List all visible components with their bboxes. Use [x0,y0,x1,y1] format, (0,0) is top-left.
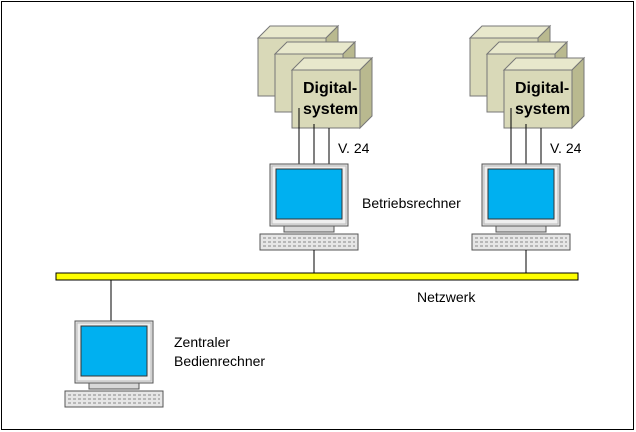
computer-icon [64,320,164,408]
v24-connection-lines [298,108,330,165]
computer-icon [471,163,571,251]
network-bus [55,272,579,281]
v24-label: V. 24 [550,140,582,156]
digital-system-label-line1: Digital- [303,80,357,97]
operating-computer-label: Betriebsrechner [362,195,461,211]
digital-system-label-line1: Digital- [515,80,569,97]
v24-connection-lines [510,108,542,165]
network-label: Netzwerk [417,289,476,305]
central-computer-label-line2: Bedienrechner [174,353,265,369]
v24-label: V. 24 [338,140,370,156]
digital-system-label-line2: system [515,101,570,118]
central-computer-label-line1: Zentraler [174,334,230,350]
digital-system-label-line2: system [303,101,358,118]
computer-icon [259,163,359,251]
